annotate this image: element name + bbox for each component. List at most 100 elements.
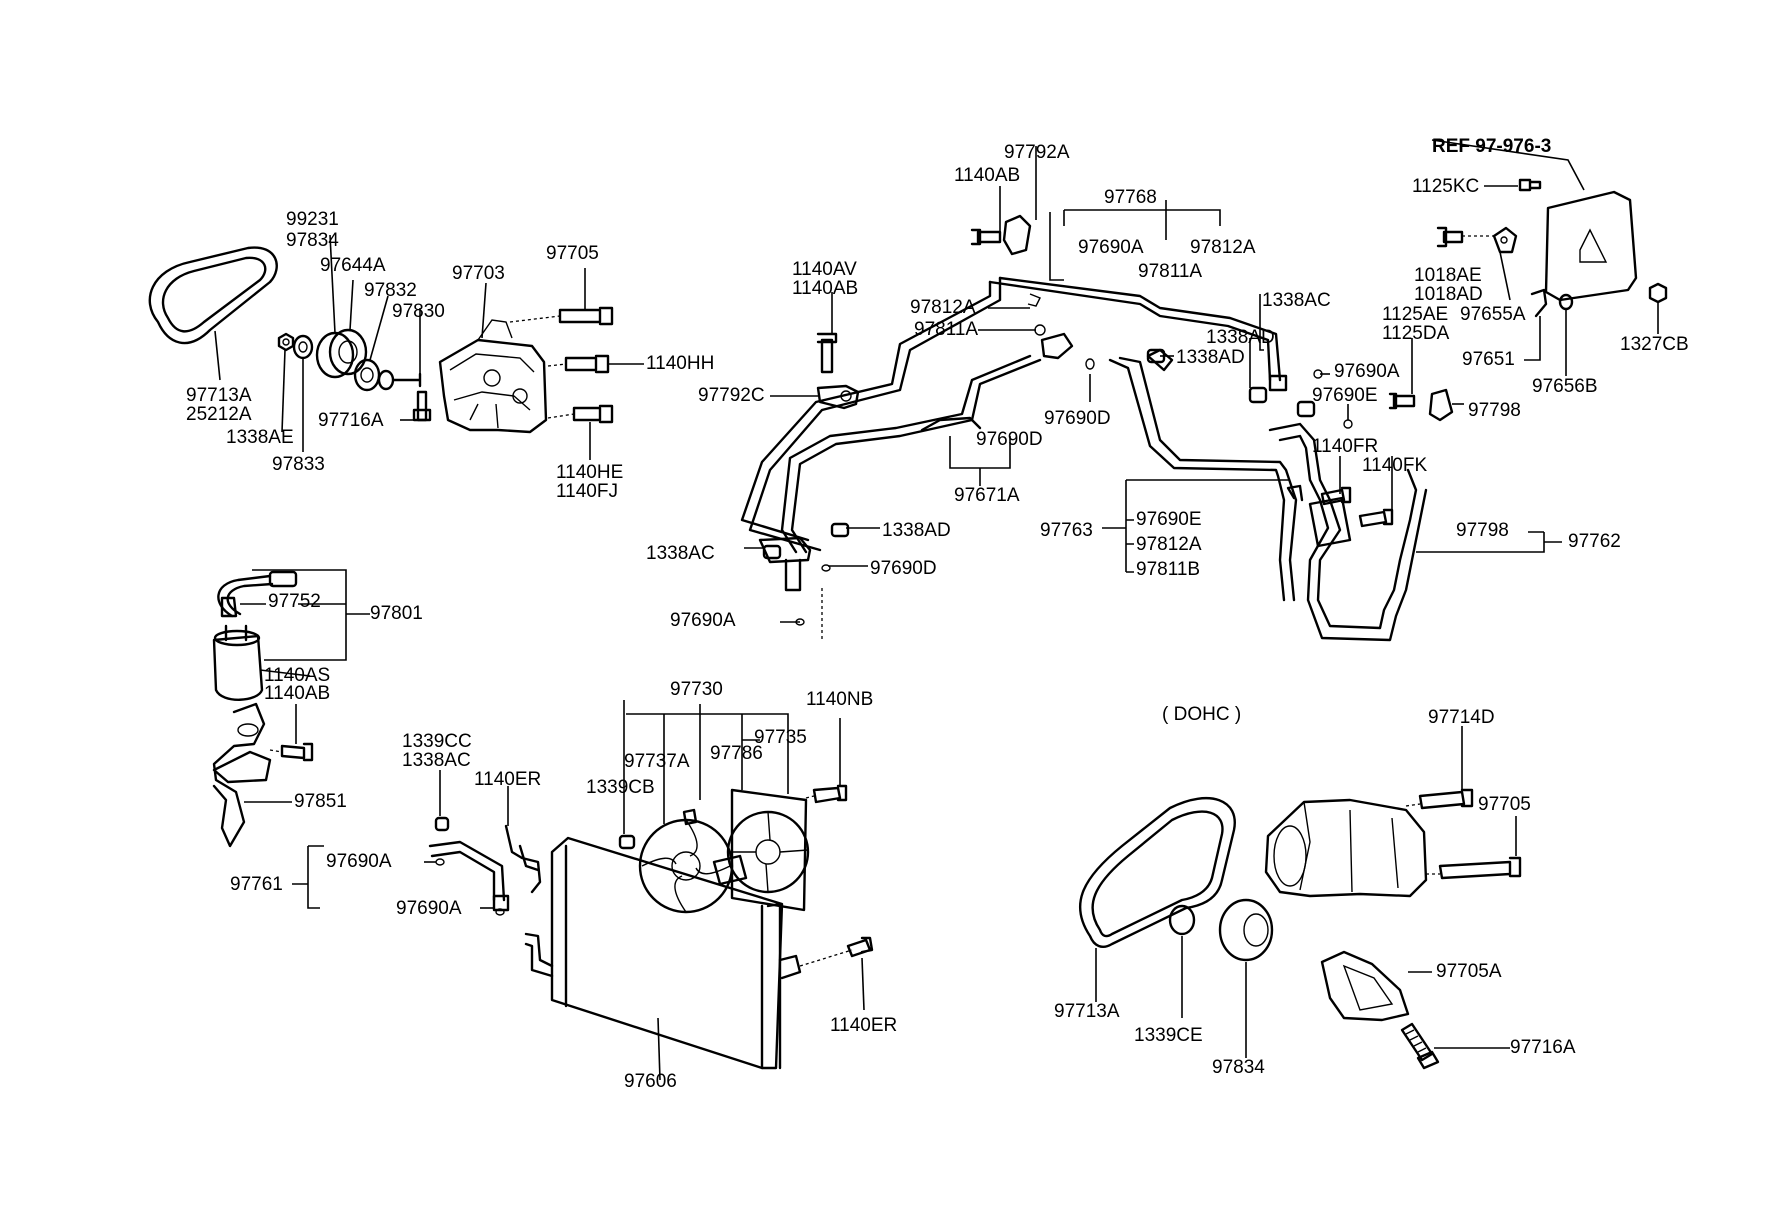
bolt-1140NB xyxy=(805,784,848,804)
part-label-97834: 97834 xyxy=(286,230,339,251)
part-label-1140AB-top: 1140AB xyxy=(954,165,1021,186)
oring-97690E-right xyxy=(1343,419,1353,429)
part-label-97730: 97730 xyxy=(670,679,723,700)
leaders-left-mid xyxy=(240,569,370,803)
bolt-97830 xyxy=(392,372,422,388)
oring-97690A-a xyxy=(435,858,445,866)
part-label-1339CC: 1339CC xyxy=(402,731,472,752)
washer-97833 xyxy=(292,334,314,360)
part-label-97792A: 97792A xyxy=(1004,142,1070,163)
motor-97786 xyxy=(712,854,748,886)
oring-97690A-center xyxy=(780,588,823,640)
part-label-97811B-group: 97811B xyxy=(1136,559,1201,580)
part-label-97703: 97703 xyxy=(452,263,505,284)
bolt-1140HH xyxy=(547,354,610,374)
part-label-97705-dohc: 97705 xyxy=(1478,794,1531,815)
part-label-97798-group: 97798 xyxy=(1456,520,1509,541)
compressor-bracket-97703 xyxy=(438,319,548,434)
cap-1338AC-right xyxy=(1296,400,1316,418)
part-label-1338AE: 1338AE xyxy=(226,427,294,448)
part-label-97768: 97768 xyxy=(1104,187,1157,208)
bolt-97714D xyxy=(1405,788,1474,810)
oring-97690D-mid xyxy=(1085,358,1095,370)
leaders-upper-right xyxy=(1411,139,1659,405)
part-label-97786: 97786 xyxy=(710,743,763,764)
part-label-97792C: 97792C xyxy=(698,385,765,406)
part-label-97690D-lower: 97690D xyxy=(976,429,1043,450)
clip-97651 xyxy=(1530,288,1548,318)
part-label-97812A-group: 97812A xyxy=(1136,534,1202,555)
part-label-1338AC-center: 1338AC xyxy=(646,543,715,564)
cap-1338AD-center xyxy=(830,522,850,538)
drive-belt-upper xyxy=(148,246,278,345)
compressor-dohc xyxy=(1264,798,1428,898)
part-label-1140AS: 1140AS xyxy=(264,665,331,686)
part-label-1339CE: 1339CE xyxy=(1134,1025,1203,1046)
part-label-97671A: 97671A xyxy=(954,485,1020,506)
part-label-97830: 97830 xyxy=(392,301,445,322)
cap-1338AC-center xyxy=(762,544,782,560)
hose-97798 xyxy=(1268,422,1428,642)
line-condenser-lower xyxy=(524,932,554,978)
bolt-1125AE xyxy=(1388,392,1416,410)
part-label-97762: 97762 xyxy=(1568,531,1621,552)
leaders-bottom-left xyxy=(292,700,865,1081)
part-label-1140NB: 1140NB xyxy=(806,689,874,710)
grommet-97656B xyxy=(1558,293,1574,311)
part-label-1140ER-upper: 1140ER xyxy=(474,769,542,790)
part-label-97801: 97801 xyxy=(370,603,423,624)
part-label-1338AD-a: 1338AD xyxy=(1206,327,1275,348)
part-label-1125DA: 1125DA xyxy=(1382,323,1450,344)
part-label-97798-right: 97798 xyxy=(1468,400,1521,421)
part-label-97705: 97705 xyxy=(546,243,599,264)
part-label-97761: 97761 xyxy=(230,874,283,895)
part-label-97716A: 97716A xyxy=(318,410,384,431)
nut-1339CC xyxy=(434,816,450,832)
oring-97690A-b xyxy=(495,908,505,916)
line-97761 xyxy=(428,824,542,912)
part-label-97690E-right: 97690E xyxy=(1312,385,1378,406)
part-label-97752: 97752 xyxy=(268,591,321,612)
part-label-97690A-right: 97690A xyxy=(1334,361,1400,382)
nut-1339CB xyxy=(618,834,636,850)
part-label-97690D-mid: 97690D xyxy=(1044,408,1111,429)
ref-label: REF 97-976-3 xyxy=(1432,136,1552,157)
part-label-1338AD-b: 1338AD xyxy=(1176,347,1245,368)
part-label-97851: 97851 xyxy=(294,791,347,812)
receiver-drier xyxy=(212,624,264,701)
bolt-1140FK xyxy=(1358,508,1394,528)
part-label-1140AB: 1140AB xyxy=(792,278,859,299)
bolt-1140FR xyxy=(1320,486,1352,506)
oring-97690D-center xyxy=(821,564,831,572)
bolt-97737A xyxy=(682,808,698,826)
part-label-97737A: 97737A xyxy=(624,751,690,772)
bolt-97705-dohc xyxy=(1426,856,1522,880)
part-label-97834-dohc: 97834 xyxy=(1212,1057,1265,1078)
part-label-1125AE: 1125AE xyxy=(1382,304,1449,325)
part-label-1140AV: 1140AV xyxy=(792,259,857,280)
cap-1338AD-right xyxy=(1248,386,1268,404)
bolt-1140HE xyxy=(547,404,614,424)
part-label-97655A: 97655A xyxy=(1460,304,1526,325)
bolt-1125KC xyxy=(1518,178,1542,192)
condenser-97606 xyxy=(550,836,802,1070)
part-label-97763: 97763 xyxy=(1040,520,1093,541)
hose-97763 xyxy=(1108,348,1298,602)
switch-97752 xyxy=(220,596,238,618)
part-label-1338AD-center: 1338AD xyxy=(882,520,951,541)
bracket-97655A xyxy=(1492,226,1518,254)
part-label-1140HH: 1140HH xyxy=(646,353,715,374)
part-label-97690D-center: 97690D xyxy=(870,558,937,579)
spacer-97832 xyxy=(377,369,395,391)
pulley-97834 xyxy=(315,328,368,379)
part-label-97735: 97735 xyxy=(754,727,807,748)
part-label-97713A-dohc: 97713A xyxy=(1054,1001,1120,1022)
bolt-97705-upper xyxy=(509,306,614,326)
part-label-25212A: 25212A xyxy=(186,404,252,425)
part-label-97705A: 97705A xyxy=(1436,961,1502,982)
bolt-1140ER-lower xyxy=(799,936,874,967)
fitting-97812A-upper xyxy=(1027,293,1046,336)
part-label-99231: 99231 xyxy=(286,209,339,230)
part-label-97812A-left: 97812A xyxy=(910,297,976,318)
